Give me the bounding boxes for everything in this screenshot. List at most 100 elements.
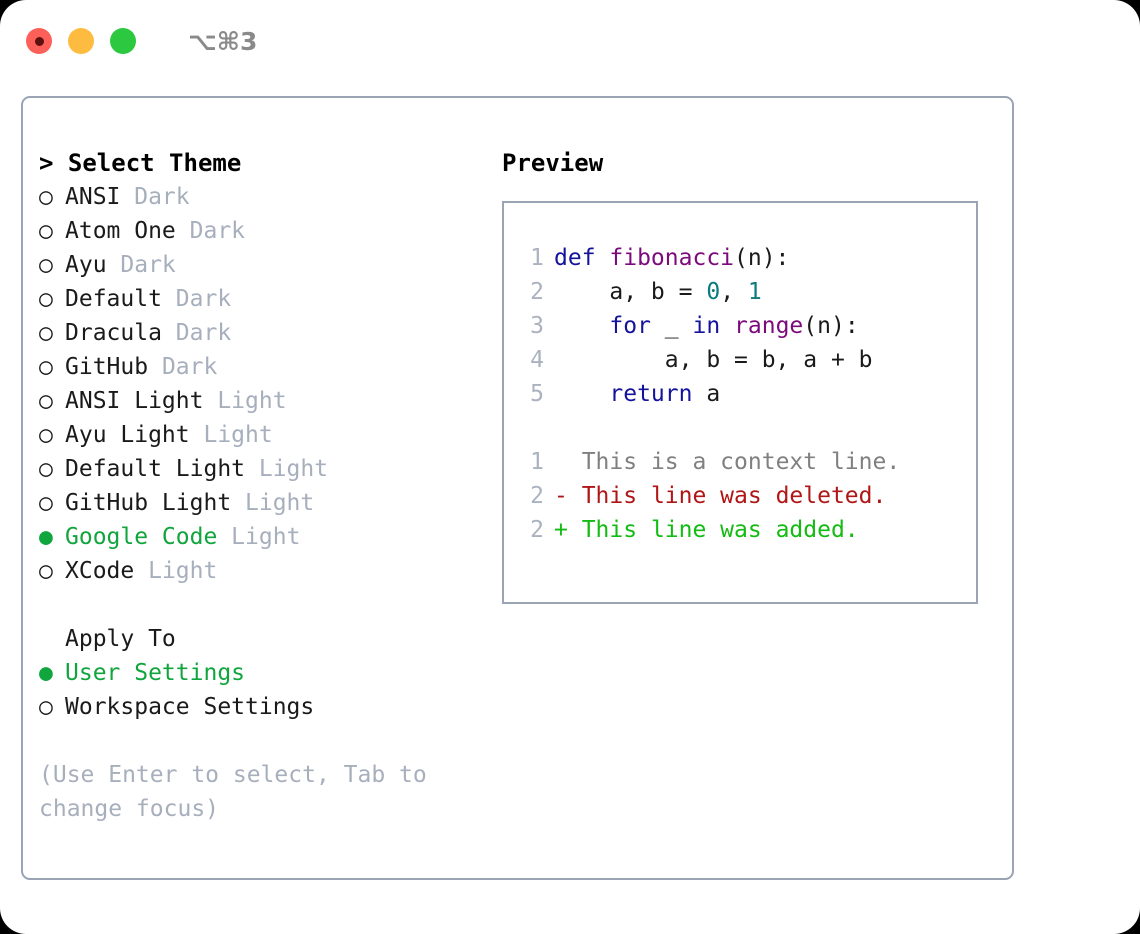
theme-list[interactable]: ○ANSI Dark○Atom One Dark○Ayu Dark○Defaul… — [39, 180, 489, 588]
diff-line-del: 2- This line was deleted. — [518, 479, 976, 513]
apply-to-option-label: User Settings — [65, 660, 246, 686]
apply-to-option-user-settings[interactable]: ● User Settings — [39, 656, 489, 690]
diff-line-ctx: 1 This is a context line. — [518, 445, 976, 479]
preview-title: Preview — [502, 149, 604, 177]
theme-option-ayu[interactable]: ○ Ayu Dark — [39, 248, 489, 282]
theme-option-label: Default Light — [65, 456, 246, 482]
apply-to-option-label: Workspace Settings — [65, 694, 315, 720]
theme-option-dracula[interactable]: ○ Dracula Dark — [39, 316, 489, 350]
diff-sample: 1 This is a context line.2- This line wa… — [518, 445, 976, 547]
theme-option-mode-tag: Light — [189, 422, 273, 448]
theme-option-mode-tag: Light — [134, 558, 218, 584]
code-token: fibonacci — [609, 245, 735, 271]
diff-text: This is a context line. — [581, 449, 901, 475]
diff-sign: - — [554, 483, 582, 509]
page-title: > Select Theme — [39, 149, 242, 177]
theme-option-label: XCode — [65, 558, 135, 584]
theme-option-mode-tag: Dark — [175, 218, 246, 244]
window-titlebar: ⌥⌘3 — [0, 0, 1140, 82]
diff-text: This line was added. — [581, 517, 859, 543]
traffic-light-group — [26, 28, 136, 54]
theme-option-mode-tag: Light — [203, 388, 287, 414]
code-token: a — [706, 381, 721, 407]
code-token: (n): — [734, 245, 790, 271]
apply-to-list[interactable]: ● User Settings ○Workspace Settings — [39, 656, 489, 724]
code-token: , — [720, 279, 748, 305]
apply-to-option-workspace-settings[interactable]: ○Workspace Settings — [39, 690, 489, 724]
code-token: _ — [664, 313, 693, 339]
radio-unselected-icon: ○ — [39, 218, 53, 244]
theme-option-default-light[interactable]: ○ Default Light Light — [39, 452, 489, 486]
theme-option-label: Dracula — [65, 320, 162, 346]
theme-option-atom-one[interactable]: ○ Atom One Dark — [39, 214, 489, 248]
code-token: range — [734, 313, 804, 339]
theme-option-mode-tag: Dark — [161, 286, 232, 312]
code-line-number: 3 — [530, 313, 544, 339]
code-line-number: 4 — [530, 347, 544, 373]
keyboard-hint-text: (Use Enter to select, Tab to change focu… — [39, 762, 441, 822]
list-spacer — [39, 588, 489, 622]
theme-option-ansi-light[interactable]: ○ ANSI Light Light — [39, 384, 489, 418]
close-button[interactable] — [26, 28, 52, 54]
theme-option-label: ANSI Light — [65, 388, 204, 414]
diff-text: This line was deleted. — [581, 483, 887, 509]
radio-unselected-icon: ○ — [39, 184, 53, 210]
theme-option-github[interactable]: ○GitHub Dark — [39, 350, 489, 384]
code-token: def — [554, 245, 610, 271]
apply-to-title: Apply To — [65, 626, 176, 652]
theme-option-mode-tag: Light — [217, 524, 301, 550]
code-line: 3 for _ in range(n): — [518, 309, 976, 343]
diff-line-number: 1 — [530, 449, 544, 475]
radio-selected-icon: ● — [39, 660, 53, 686]
code-token: a, b = — [554, 279, 707, 305]
code-token: a, b = b, a + b — [554, 347, 873, 373]
maximize-button[interactable] — [110, 28, 136, 54]
theme-option-xcode[interactable]: ○ XCode Light — [39, 554, 489, 588]
radio-unselected-icon: ○ — [39, 422, 53, 448]
radio-unselected-icon: ○ — [39, 456, 53, 482]
theme-option-label: GitHub Light — [65, 490, 232, 516]
theme-option-label: Google Code — [65, 524, 218, 550]
theme-option-mode-tag: Dark — [106, 252, 176, 278]
code-diff-separator — [518, 411, 976, 445]
code-token: 0 — [706, 279, 721, 305]
theme-option-github-light[interactable]: ○GitHub Light Light — [39, 486, 489, 520]
code-line: 4 a, b = b, a + b — [518, 343, 976, 377]
diff-sign — [554, 449, 582, 475]
theme-option-default[interactable]: ○Default Dark — [39, 282, 489, 316]
code-token: in — [692, 313, 735, 339]
code-token: return — [554, 381, 707, 407]
minimize-button[interactable] — [68, 28, 94, 54]
theme-option-label: Ayu Light — [65, 422, 190, 448]
radio-unselected-icon: ○ — [39, 320, 53, 346]
radio-unselected-icon: ○ — [39, 388, 53, 414]
theme-option-ayu-light[interactable]: ○ Ayu Light Light — [39, 418, 489, 452]
theme-option-label: Atom One — [65, 218, 176, 244]
radio-unselected-icon: ○ — [39, 558, 53, 584]
radio-unselected-icon: ○ — [39, 286, 53, 312]
theme-option-google-code[interactable]: ●Google Code Light — [39, 520, 489, 554]
theme-option-label: Ayu — [65, 252, 107, 278]
theme-option-mode-tag: Light — [231, 490, 315, 516]
theme-picker-column: > Select Theme ○ANSI Dark○Atom One Dark○… — [39, 146, 489, 826]
diff-line-number: 2 — [530, 483, 544, 509]
code-line-number: 2 — [530, 279, 544, 305]
theme-option-mode-tag: Dark — [161, 320, 232, 346]
radio-unselected-icon: ○ — [39, 354, 53, 380]
code-line: 2 a, b = 0, 1 — [518, 275, 976, 309]
code-line: 5 return a — [518, 377, 976, 411]
main-panel: > Select Theme ○ANSI Dark○Atom One Dark○… — [21, 96, 1014, 880]
radio-unselected-icon: ○ — [39, 252, 53, 278]
theme-option-mode-tag: Light — [245, 456, 329, 482]
code-line-number: 5 — [530, 381, 544, 407]
theme-option-label: ANSI — [65, 184, 121, 210]
theme-option-mode-tag: Dark — [148, 354, 218, 380]
diff-line-add: 2+ This line was added. — [518, 513, 976, 547]
theme-option-ansi[interactable]: ○ANSI Dark — [39, 180, 489, 214]
diff-sign: + — [554, 517, 582, 543]
